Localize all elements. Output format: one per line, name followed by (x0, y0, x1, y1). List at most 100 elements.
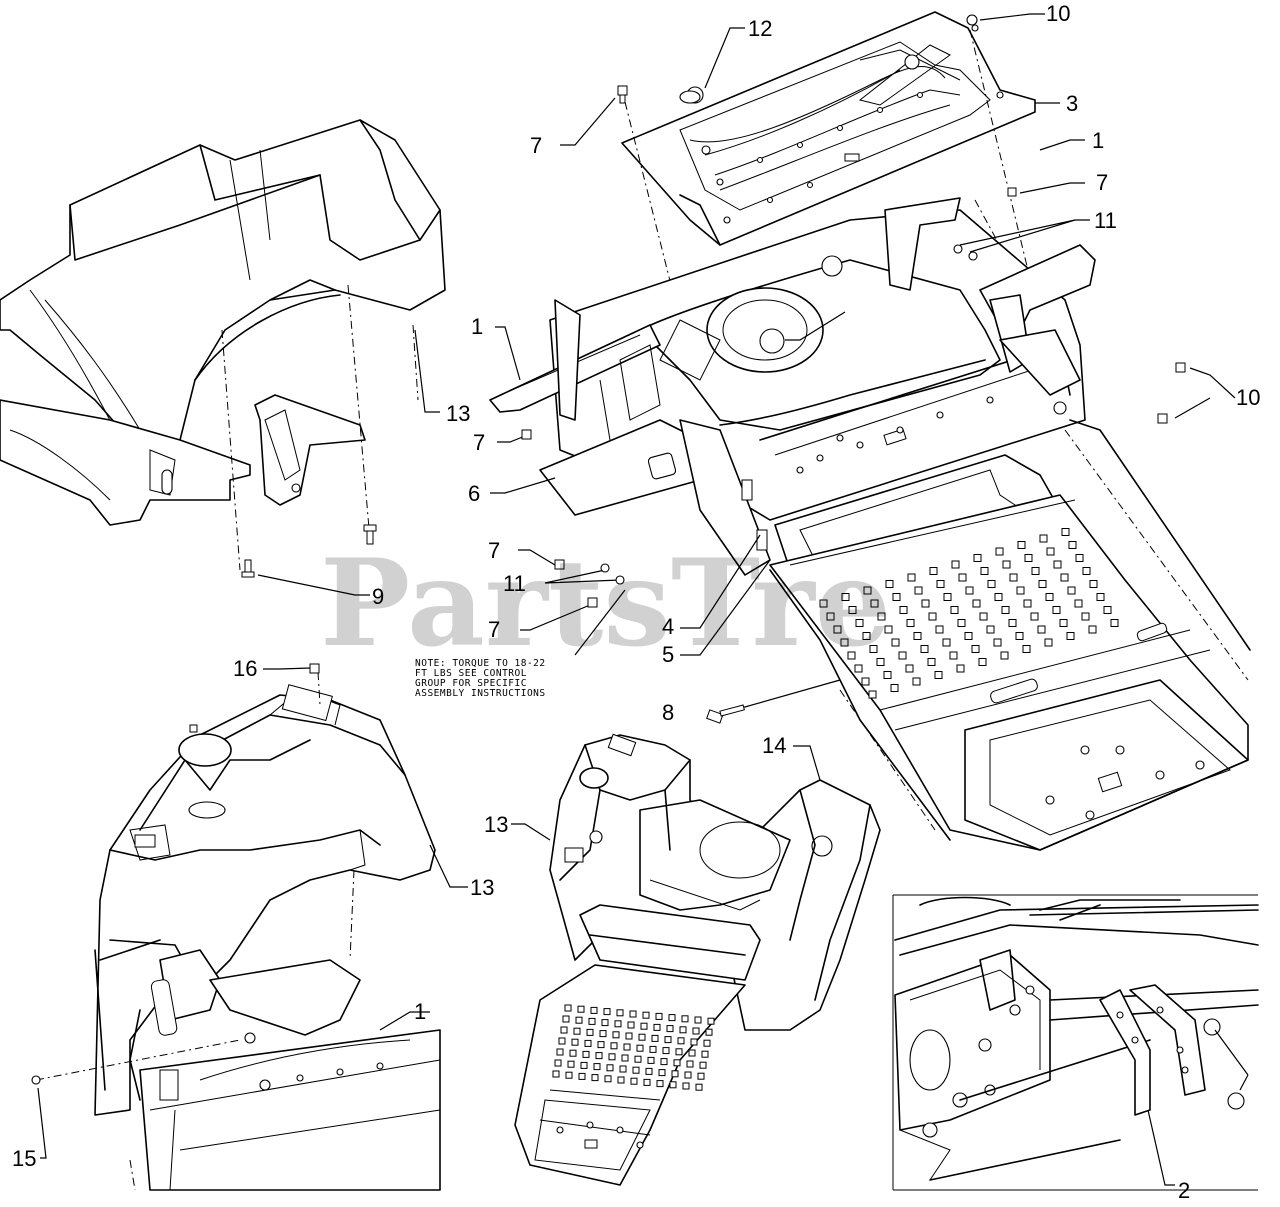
floor-perforation (688, 1049, 696, 1057)
floor-perforation (920, 645, 929, 653)
callout-5: 5 (662, 642, 674, 667)
screw-9a-icon (363, 524, 377, 545)
floor-perforation (841, 593, 850, 601)
floor-perforation (958, 573, 967, 582)
callout-13-top: 13 (446, 401, 470, 426)
floor-perforation (655, 1012, 663, 1020)
floor-perforation (586, 1028, 594, 1036)
floor-perforation (694, 1016, 702, 1024)
floor-perforation (819, 599, 828, 608)
floor-perforation (848, 606, 857, 614)
floor-perforation (590, 1006, 598, 1014)
floor-perforation (883, 671, 892, 679)
floor-perforation (679, 1026, 687, 1034)
floor-perforation (653, 1023, 661, 1031)
floor-perforation (913, 632, 922, 640)
floor-perforation (601, 1019, 609, 1027)
torque-note: NOTE: TORQUE TO 18-22 FT LBS SEE CONTROL… (415, 658, 546, 699)
floor-perforation (973, 554, 982, 562)
floor-perforation (994, 593, 1003, 601)
callout-7-bottom: 7 (488, 617, 500, 642)
floor-perforation (1008, 619, 1017, 627)
floor-perforation (599, 1030, 607, 1038)
note-line-4: ASSEMBLY INSTRUCTIONS (415, 688, 546, 699)
floor-perforation (1089, 580, 1098, 588)
floor-perforation (649, 1045, 657, 1053)
floor-perforation (950, 606, 959, 614)
callout-11-top: 11 (1094, 208, 1117, 233)
callout-1-top: 1 (1092, 128, 1104, 153)
floor-perforation (684, 1071, 692, 1079)
note-line-3: GROUP FOR SPECIFIC (415, 678, 527, 689)
callout-7-lower: 7 (488, 538, 500, 563)
floor-perforation (942, 638, 951, 647)
floor-perforation (597, 1041, 605, 1049)
floor-perforation (562, 1015, 570, 1023)
floor-perforation (1037, 625, 1046, 634)
callout-4: 4 (662, 614, 674, 639)
screw-7-top-icon (617, 85, 628, 104)
floor-perforation (898, 651, 907, 660)
floor-perforation (1075, 554, 1084, 562)
floor-perforation (707, 1017, 715, 1025)
floor-perforation (935, 625, 944, 634)
floor-perforation (1053, 560, 1062, 569)
floor-perforation (614, 1020, 622, 1028)
floor-perforation (591, 1074, 599, 1082)
floor-perforation (556, 1048, 564, 1056)
callouts: 12 10 3 1 7 11 7 1 10 7 6 7 11 7 4 5 8 1… (12, 1, 1260, 1203)
floor-perforation (1059, 619, 1068, 627)
floor-perforation (972, 599, 981, 608)
floor-perforation (643, 1078, 651, 1086)
floor-perforation (571, 1038, 579, 1046)
floor-perforation (695, 1083, 703, 1091)
floor-perforation (936, 580, 945, 588)
floor-perforation (905, 664, 914, 673)
floor-perforation (855, 619, 864, 627)
floor-perforation (891, 638, 900, 647)
callout-15: 15 (12, 1146, 36, 1171)
floor-perforation (965, 586, 974, 595)
floor-perforation (1088, 625, 1097, 634)
callout-8: 8 (662, 700, 674, 725)
callout-9: 9 (372, 584, 384, 609)
floor-perforation (660, 1058, 668, 1066)
floor-perforation (573, 1027, 581, 1035)
callout-13-bottom-mid: 13 (484, 812, 508, 837)
floor-perforation (995, 547, 1004, 556)
callout-2: 2 (1178, 1178, 1190, 1203)
floor-perforation (1081, 612, 1090, 621)
floor-perforation (1030, 612, 1039, 621)
floor-perforation (986, 625, 995, 634)
watermark-text: PartsTre (320, 533, 891, 674)
floor-perforation (668, 1014, 676, 1022)
floor-perforation (826, 612, 835, 621)
floor-perforation (1067, 586, 1076, 595)
note-line-2: FT LBS SEE CONTROL (415, 668, 527, 679)
assembled-fender-frame (514, 733, 881, 1186)
floor-perforation (1066, 632, 1075, 640)
seat-plate (617, 11, 1036, 246)
floor-perforation (1024, 554, 1033, 562)
floor-perforation (906, 619, 915, 627)
floor-perforation (690, 1038, 698, 1046)
floor-perforation (1031, 567, 1040, 575)
callout-13-bottom-left: 13 (470, 875, 494, 900)
callout-1-bottom: 1 (414, 999, 426, 1024)
floor-perforation (1061, 528, 1070, 536)
screw-12-icon (679, 90, 701, 104)
floor-perforation (564, 1004, 572, 1012)
callout-7-top-right: 7 (1096, 170, 1108, 195)
floor-perforation (673, 1059, 681, 1067)
floor-perforation (1044, 638, 1053, 647)
floor-perforation (934, 671, 943, 679)
floor-perforation (565, 1071, 573, 1079)
floor-perforation (593, 1063, 601, 1071)
floor-perforation (890, 684, 899, 692)
floor-perforation (907, 573, 916, 582)
floor-perforation (606, 1064, 614, 1072)
floor-perforation (686, 1060, 694, 1068)
floor-perforation (588, 1017, 596, 1025)
floor-perforation (627, 1021, 635, 1029)
floor-perforation (634, 1055, 642, 1063)
